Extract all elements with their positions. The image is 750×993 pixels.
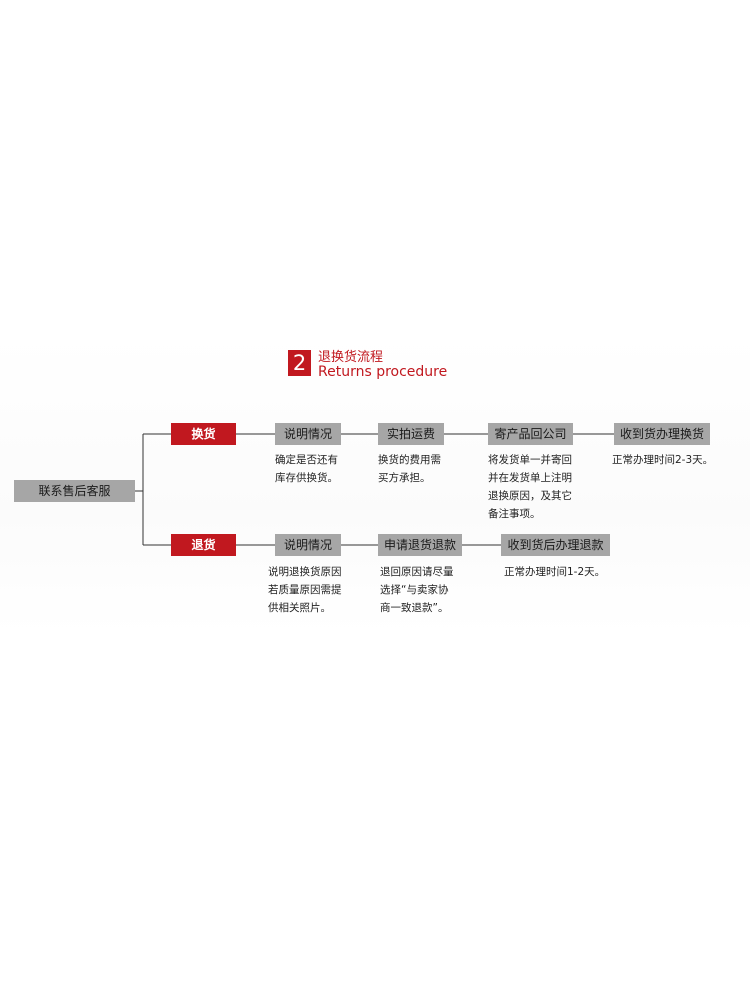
title-chinese: 退换货流程: [318, 350, 384, 365]
section-number-badge: 2: [288, 350, 311, 376]
refund-step-process: 收到货后办理退款: [501, 534, 610, 556]
refund-desc-apply: 退回原因请尽量选择“与卖家协 商一致退款”。: [380, 566, 454, 614]
contact-service-node: 联系售后客服: [14, 480, 135, 502]
exchange-desc-shipping: 换货的费用需买方承担。: [378, 454, 441, 484]
refund-desc-process: 正常办理时间1-2天。: [504, 566, 606, 578]
refund-node: 退货: [171, 534, 236, 556]
exchange-desc-explain: 确定是否还有库存供换货。: [275, 454, 338, 484]
exchange-desc-send-back: 将发货单一并寄回并在发货单上注明 退换原因，及其它备注事项。: [488, 454, 572, 520]
exchange-node: 换货: [171, 423, 236, 445]
exchange-step-send-back: 寄产品回公司: [488, 423, 573, 445]
refund-desc-explain: 说明退换货原因若质量原因需提 供相关照片。: [268, 566, 342, 614]
title-english: Returns procedure: [318, 364, 448, 380]
exchange-step-explain: 说明情况: [275, 423, 341, 445]
exchange-step-process: 收到货办理换货: [614, 423, 710, 445]
refund-step-explain: 说明情况: [275, 534, 341, 556]
refund-step-apply: 申请退货退款: [378, 534, 462, 556]
exchange-step-shipping: 实拍运费: [378, 423, 444, 445]
exchange-desc-process: 正常办理时间2-3天。: [612, 454, 714, 466]
